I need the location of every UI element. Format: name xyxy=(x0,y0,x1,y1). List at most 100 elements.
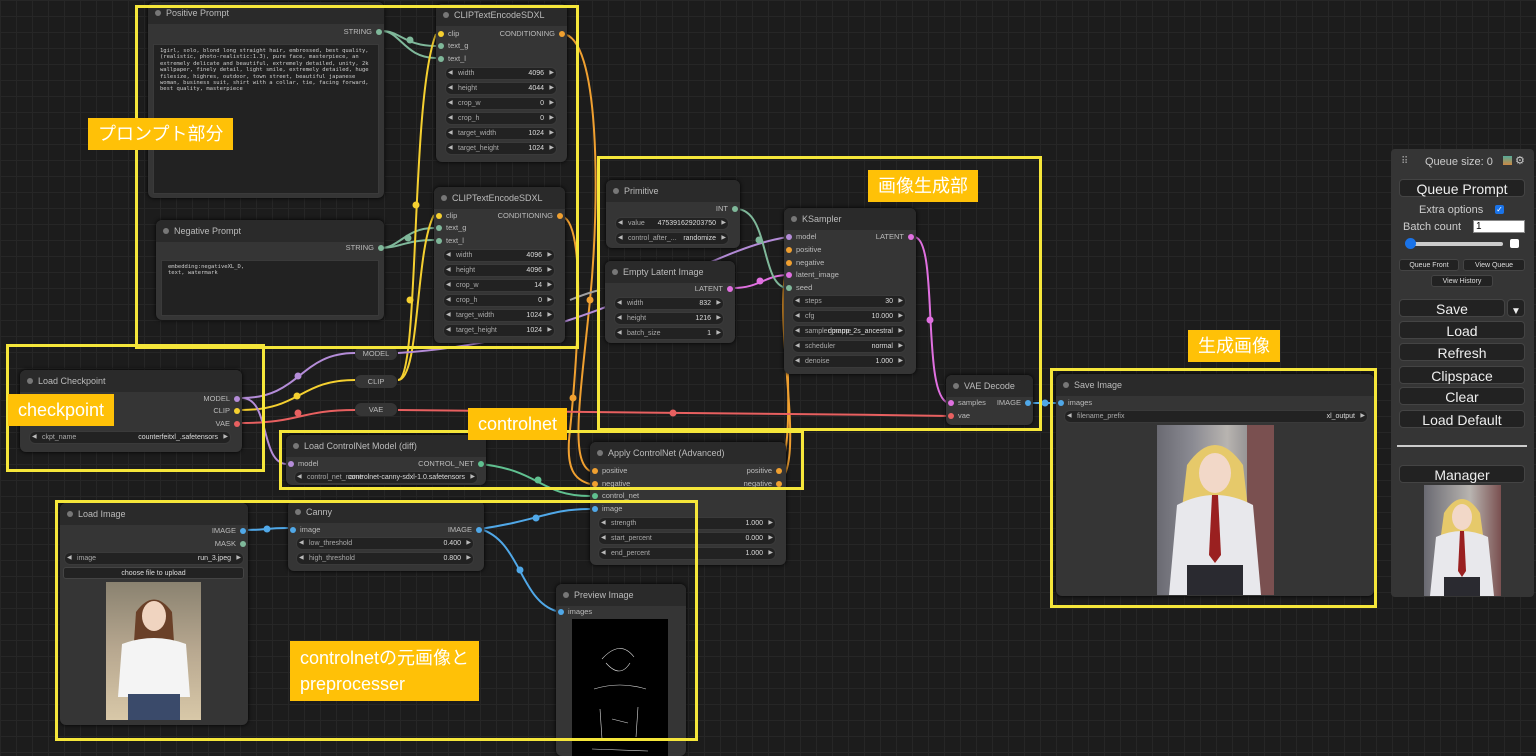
node-preview-image[interactable]: Preview Image images xyxy=(556,584,686,756)
input-text-g[interactable]: text_g xyxy=(436,223,466,233)
clipspace-button[interactable]: Clipspace xyxy=(1399,366,1525,384)
batch-slider-thumb[interactable] xyxy=(1405,238,1416,249)
input-negative[interactable]: negative xyxy=(786,258,824,268)
view-history-button[interactable]: View History xyxy=(1431,275,1493,287)
output-conditioning[interactable]: CONDITIONING xyxy=(498,211,563,221)
load-button[interactable]: Load xyxy=(1399,321,1525,339)
output-positive[interactable]: positive xyxy=(747,466,782,476)
extra-options-checkbox[interactable]: ✓ xyxy=(1495,205,1504,214)
input-clip[interactable]: clip xyxy=(436,211,457,221)
output-dot[interactable] xyxy=(378,245,384,251)
output-mask[interactable]: MASK xyxy=(215,539,246,549)
widget-crop-h[interactable]: crop_h0 xyxy=(443,294,555,307)
save-button[interactable]: Save xyxy=(1399,299,1505,317)
input-control-net[interactable]: control_net xyxy=(592,491,639,501)
input-image[interactable]: image xyxy=(290,525,320,535)
output-conditioning[interactable]: CONDITIONING xyxy=(500,29,565,39)
output-string[interactable]: STRING xyxy=(344,27,382,37)
auto-queue-checkbox[interactable] xyxy=(1510,239,1519,248)
node-clip-text-encode-top[interactable]: CLIPTextEncodeSDXL clip text_g text_l CO… xyxy=(436,4,567,162)
history-icon[interactable] xyxy=(1503,156,1512,165)
output-latent[interactable]: LATENT xyxy=(695,284,733,294)
input-seed[interactable]: seed xyxy=(786,283,812,293)
node-apply-controlnet[interactable]: Apply ControlNet (Advanced) positive neg… xyxy=(590,442,786,565)
queue-front-button[interactable]: Queue Front xyxy=(1399,259,1459,271)
queue-prompt-button[interactable]: Queue Prompt xyxy=(1399,179,1525,197)
negative-prompt-text[interactable]: embedding:negativeXL_D, text, watermark xyxy=(161,260,379,316)
node-ksampler[interactable]: KSampler model positive negative latent_… xyxy=(784,208,916,374)
output-vae[interactable]: VAE xyxy=(216,419,240,429)
view-queue-button[interactable]: View Queue xyxy=(1463,259,1525,271)
input-images[interactable]: images xyxy=(558,607,592,617)
input-image[interactable]: image xyxy=(592,504,622,514)
input-clip[interactable]: clip xyxy=(438,29,459,39)
widget-control-after-generate[interactable]: control_after_...randomize xyxy=(615,232,729,245)
node-clip-text-encode-bottom[interactable]: CLIPTextEncodeSDXL clip text_g text_l CO… xyxy=(434,187,565,343)
save-dropdown-button[interactable]: ▼ xyxy=(1507,299,1525,317)
widget-control-net-name[interactable]: control_net_namecontrolnet-canny-sdxl-1.… xyxy=(294,471,478,484)
output-control-net[interactable]: CONTROL_NET xyxy=(418,459,484,469)
gear-icon[interactable]: ⚙ xyxy=(1515,155,1525,167)
input-model[interactable]: model xyxy=(786,232,816,242)
batch-count-input[interactable] xyxy=(1473,220,1525,233)
widget-crop-w[interactable]: crop_w14 xyxy=(443,279,555,292)
drag-handle-icon[interactable]: ⠿ xyxy=(1401,156,1409,167)
clear-button[interactable]: Clear xyxy=(1399,387,1525,405)
node-negative-prompt[interactable]: Negative Prompt STRING embedding:negativ… xyxy=(156,220,384,320)
refresh-button[interactable]: Refresh xyxy=(1399,343,1525,361)
manager-button[interactable]: Manager xyxy=(1399,465,1525,483)
input-text-g[interactable]: text_g xyxy=(438,41,468,51)
reroute-model[interactable]: MODEL xyxy=(355,347,397,360)
output-string[interactable]: STRING xyxy=(346,243,384,253)
reroute-vae[interactable]: VAE xyxy=(355,403,397,416)
input-positive[interactable]: positive xyxy=(786,245,821,255)
output-clip[interactable]: CLIP xyxy=(213,406,240,416)
input-model[interactable]: model xyxy=(288,459,318,469)
widget-crop-w[interactable]: crop_w0 xyxy=(445,97,557,110)
input-images[interactable]: images xyxy=(1058,398,1092,408)
output-image[interactable]: IMAGE xyxy=(212,526,246,536)
node-positive-prompt[interactable]: Positive Prompt STRING 1girl, solo, blon… xyxy=(148,2,384,198)
input-negative[interactable]: negative xyxy=(592,479,630,489)
reroute-clip[interactable]: CLIP xyxy=(355,375,397,388)
input-latent-image[interactable]: latent_image xyxy=(786,270,839,280)
output-int[interactable]: INT xyxy=(716,204,738,214)
output-dot[interactable] xyxy=(376,29,382,35)
input-positive[interactable]: positive xyxy=(592,466,627,476)
node-load-checkpoint[interactable]: Load Checkpoint MODEL CLIP VAE ckpt_name… xyxy=(20,370,242,452)
node-save-image[interactable]: Save Image images filename_prefixxl_outp… xyxy=(1056,374,1374,596)
load-default-button[interactable]: Load Default xyxy=(1399,410,1525,428)
widget-crop-h[interactable]: crop_h0 xyxy=(445,112,557,125)
node-load-controlnet[interactable]: Load ControlNet Model (diff) model CONTR… xyxy=(286,435,486,485)
output-image[interactable]: IMAGE xyxy=(997,398,1031,408)
input-vae[interactable]: vae xyxy=(948,411,970,421)
node-vae-decode[interactable]: VAE Decode samples vae IMAGE xyxy=(946,375,1033,425)
input-samples[interactable]: samples xyxy=(948,398,986,408)
